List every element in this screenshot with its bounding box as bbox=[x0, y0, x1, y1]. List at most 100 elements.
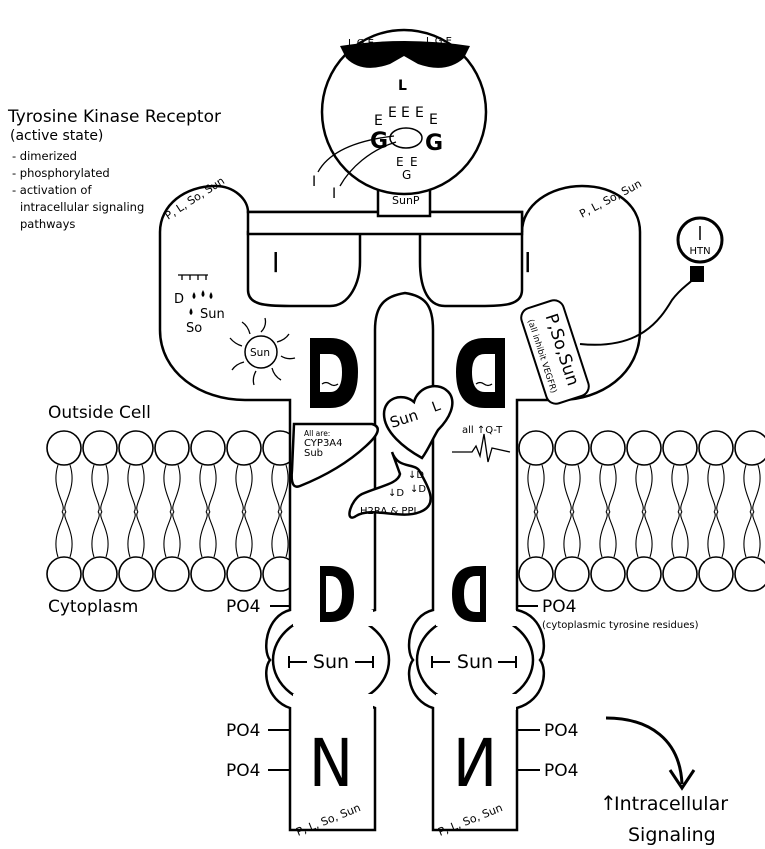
lipid-tail bbox=[708, 465, 724, 557]
po4-left-1: PO4 bbox=[226, 597, 260, 617]
lipid-tail bbox=[164, 465, 180, 557]
gauge-label: HTN bbox=[689, 246, 710, 257]
lipid-tail bbox=[128, 465, 144, 557]
lipid-head-bottom bbox=[119, 557, 153, 591]
lipid-bilayer-right bbox=[519, 431, 765, 591]
crown-e-5: E bbox=[429, 112, 438, 128]
lipid-head-bottom bbox=[227, 557, 261, 591]
crown-e-3: E bbox=[401, 105, 410, 121]
lipid-tail bbox=[92, 465, 108, 557]
brow-right: L,G,E bbox=[426, 36, 452, 47]
torso-d-left bbox=[310, 338, 358, 408]
lipid-tail bbox=[744, 465, 760, 557]
brow-left: L,G,E bbox=[348, 38, 374, 49]
rain-so: So bbox=[186, 321, 202, 336]
crown-e-2: E bbox=[388, 105, 397, 121]
lipid-head-bottom bbox=[155, 557, 189, 591]
po4-right-2: PO4 bbox=[544, 721, 578, 741]
stomach-d-3: ↓D bbox=[388, 488, 404, 499]
leg-n-left: N bbox=[309, 725, 353, 802]
signal-line-2: Signaling bbox=[628, 824, 716, 846]
bullet-1: - dimerized bbox=[12, 149, 77, 163]
lipid-head-top bbox=[591, 431, 625, 465]
g-right: G bbox=[425, 131, 443, 156]
lipid-head-bottom bbox=[735, 557, 765, 591]
leg-d-left bbox=[320, 566, 354, 622]
crown-e-4: E bbox=[415, 105, 424, 121]
lipid-head-bottom bbox=[627, 557, 661, 591]
crown-e-1: E bbox=[374, 113, 383, 129]
chin-e-2: E bbox=[410, 155, 418, 169]
rain-d: D bbox=[174, 292, 184, 307]
outside-cell-label: Outside Cell bbox=[48, 403, 151, 423]
nose-letter: L bbox=[398, 78, 407, 94]
lipid-head-top bbox=[227, 431, 261, 465]
lipid-head-top bbox=[47, 431, 81, 465]
lipid-tail bbox=[600, 465, 616, 557]
leg-sun-left: Sun bbox=[313, 651, 349, 673]
lipid-tail bbox=[236, 465, 252, 557]
po4-right-3: PO4 bbox=[544, 761, 578, 781]
chin-g: G bbox=[402, 168, 411, 182]
lipid-head-top bbox=[155, 431, 189, 465]
lipid-bilayer-left bbox=[47, 431, 297, 591]
signal-arrow bbox=[606, 718, 682, 784]
lipid-head-bottom bbox=[555, 557, 589, 591]
lipid-head-top bbox=[191, 431, 225, 465]
lipid-tail bbox=[200, 465, 216, 557]
leg-sun-right: Sun bbox=[457, 651, 493, 673]
bullet-4: intracellular signaling bbox=[20, 200, 144, 214]
gauge-stem bbox=[690, 266, 704, 282]
lipid-tail bbox=[272, 465, 288, 557]
lipid-head-top bbox=[735, 431, 765, 465]
g-left: G bbox=[370, 129, 388, 154]
rain-sun: Sun bbox=[200, 307, 225, 322]
lipid-head-bottom bbox=[591, 557, 625, 591]
lipid-tail bbox=[672, 465, 688, 557]
right-arm-i: I bbox=[524, 246, 531, 279]
left-armpit bbox=[248, 232, 360, 306]
stomach-h2ra: H2RA & PPI bbox=[360, 506, 416, 517]
lipid-head-top bbox=[627, 431, 661, 465]
stomach-d-2: ↓D bbox=[410, 484, 426, 495]
lipid-head-bottom bbox=[83, 557, 117, 591]
subtitle: (active state) bbox=[10, 128, 103, 144]
lipid-head-bottom bbox=[699, 557, 733, 591]
sun-icon-label: Sun bbox=[250, 347, 270, 359]
bullet-5: pathways bbox=[20, 217, 75, 231]
bullet-3: - activation of bbox=[12, 183, 92, 197]
lipid-head-top bbox=[519, 431, 553, 465]
lipid-head-top bbox=[83, 431, 117, 465]
lipid-tail bbox=[56, 465, 72, 557]
stomach-d-1: ↓D bbox=[408, 470, 424, 481]
neck-label: SunP bbox=[392, 194, 420, 207]
lipid-head-bottom bbox=[47, 557, 81, 591]
po4-note: (cytoplasmic tyrosine residues) bbox=[542, 620, 699, 631]
cytoplasm-label: Cytoplasm bbox=[48, 597, 138, 617]
tail-i-2: I bbox=[332, 186, 336, 202]
leg-n-right: N bbox=[453, 725, 497, 802]
lipid-head-top bbox=[119, 431, 153, 465]
tail-i-1: I bbox=[312, 174, 316, 190]
right-armpit bbox=[420, 232, 522, 306]
lipid-head-bottom bbox=[191, 557, 225, 591]
cyp-line-1: All are: bbox=[304, 429, 330, 438]
qt-label: all ↑Q-T bbox=[462, 425, 503, 436]
po4-left-3: PO4 bbox=[226, 761, 260, 781]
leg-d-right bbox=[452, 566, 486, 622]
po4-left-2: PO4 bbox=[226, 721, 260, 741]
lipid-tail bbox=[528, 465, 544, 557]
lipid-head-top bbox=[699, 431, 733, 465]
left-arm-i: I bbox=[272, 246, 279, 279]
lipid-head-top bbox=[663, 431, 697, 465]
lipid-tail bbox=[564, 465, 580, 557]
title: Tyrosine Kinase Receptor bbox=[7, 107, 221, 127]
chin-e-1: E bbox=[396, 155, 404, 169]
signal-line-1: Intracellular bbox=[614, 793, 728, 815]
lipid-tail bbox=[636, 465, 652, 557]
lipid-head-bottom bbox=[663, 557, 697, 591]
bullet-2: - phosphorylated bbox=[12, 166, 110, 180]
cyp-line-3: Sub bbox=[304, 448, 323, 459]
lipid-head-top bbox=[555, 431, 589, 465]
